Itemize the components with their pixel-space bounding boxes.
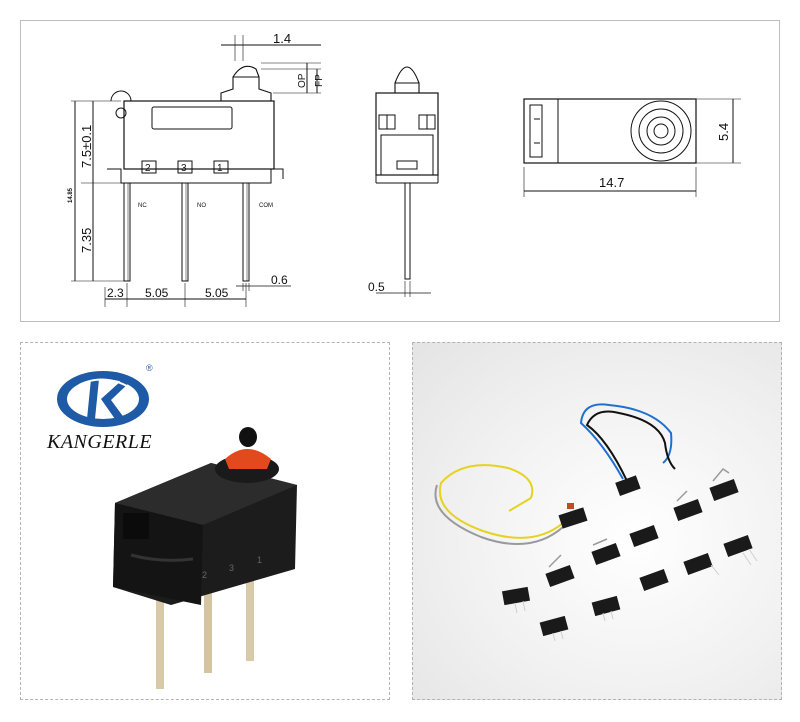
switch-variants-photo: [434, 403, 758, 642]
dim-pin-length: 7.35: [79, 228, 94, 253]
dim-pin-offset: 2.3: [107, 286, 124, 300]
wired-switch-yellow: [434, 464, 588, 546]
top-view: [523, 98, 741, 197]
dim-total-height: 14.85: [68, 187, 74, 203]
pin-number-3: 3: [181, 163, 187, 174]
switch-levers: [548, 468, 730, 568]
pin-number-1: 1: [217, 163, 223, 174]
technical-drawing-panel: 1.4 OP FP 7.5±0.1 14.85 7.35 2.3 5.05 5.…: [20, 20, 780, 322]
loose-switches: [501, 478, 753, 637]
body-mark-3: 3: [229, 563, 234, 573]
microswitch-photo: [113, 427, 297, 689]
product-gallery-panel: [412, 342, 782, 700]
pin-label-nc: NC: [138, 203, 147, 209]
product-photo-panel: 2 3 1 ® KANGERLE: [20, 342, 390, 700]
body-mark-2: 2: [202, 570, 207, 580]
wired-switch-blue: [579, 403, 676, 496]
switch-pins: [514, 548, 758, 642]
brand-logo-and-switch: 2 3 1: [57, 371, 297, 689]
dim-body-width: 5.4: [716, 123, 731, 141]
dim-pin-thickness: 0.5: [368, 280, 385, 294]
technical-drawing: 1.4 OP FP 7.5±0.1 14.85 7.35 2.3 5.05 5.…: [68, 31, 741, 307]
pin-label-com: COM: [259, 203, 273, 209]
dim-pitch-a: 5.05: [145, 286, 169, 300]
dim-actuator-width: 1.4: [273, 31, 291, 46]
side-view: [71, 35, 321, 307]
kangerle-logo-icon: [57, 371, 149, 427]
brand-name: KANGERLE: [47, 431, 153, 453]
dim-body-length: 14.7: [599, 175, 624, 190]
end-view: [375, 66, 439, 297]
dim-pin-width: 0.6: [271, 273, 288, 287]
pin-number-2: 2: [145, 163, 151, 174]
pin-label-no: NO: [197, 203, 206, 209]
dim-fp: FP: [314, 74, 325, 87]
dim-height-upper: 7.5±0.1: [79, 125, 94, 168]
body-mark-1: 1: [257, 555, 262, 565]
dim-pitch-b: 5.05: [205, 286, 229, 300]
registered-mark: ®: [146, 363, 153, 373]
dim-op: OP: [297, 73, 308, 88]
